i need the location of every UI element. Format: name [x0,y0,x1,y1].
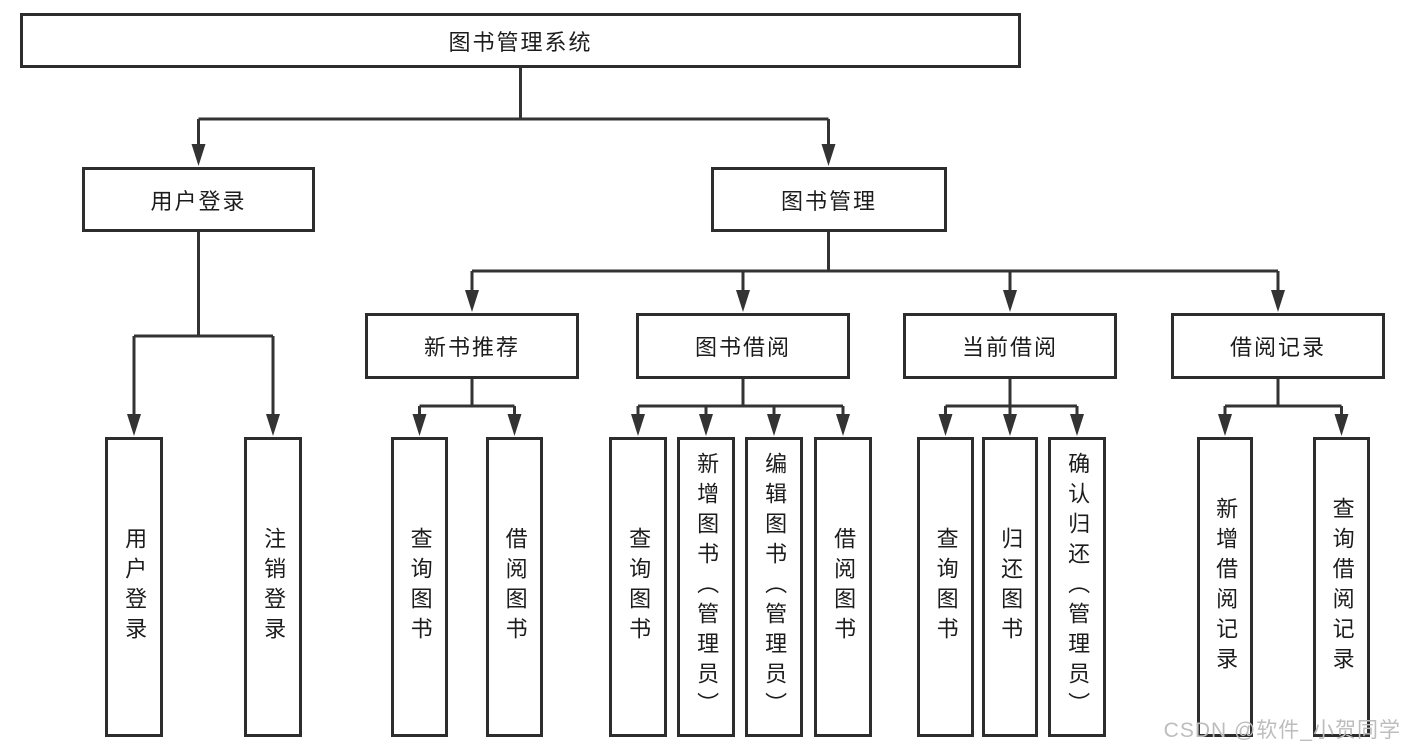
leaf-add-books-admin: 新增图书（管理员） [677,437,735,737]
node-label: 借阅图书 [831,527,857,647]
node-label: 用户登录 [150,188,247,214]
node-label: 图书管理系统 [448,29,593,55]
leaf-query-books-borrowing: 查询图书 [609,437,667,737]
node-new-book-recommendation: 新书推荐 [365,313,579,379]
leaf-confirm-return-admin: 确认归还（管理员） [1048,437,1106,737]
leaf-logout-login: 注销登录 [244,437,302,737]
leaf-borrow-books-borrowing: 借阅图书 [814,437,872,737]
node-label: 编辑图书（管理员） [762,452,788,722]
node-label: 用户登录 [122,527,148,647]
connector-book-management-group [465,232,1285,312]
node-label: 查询图书 [626,527,652,647]
node-label: 图书管理 [780,188,877,214]
node-label: 新增图书（管理员） [694,452,720,722]
leaf-user-login: 用户登录 [105,437,163,737]
node-root-system: 图书管理系统 [20,13,1021,68]
node-book-management: 图书管理 [711,167,947,232]
node-label: 确认归还（管理员） [1065,452,1091,722]
node-book-borrowing: 图书借阅 [636,313,850,379]
node-label: 查询图书 [933,527,959,647]
leaf-query-borrow-record: 查询借阅记录 [1313,437,1370,737]
node-label: 当前借阅 [961,335,1058,360]
node-label: 借阅记录 [1229,335,1326,360]
leaf-borrow-books-recommend: 借阅图书 [486,437,543,737]
connector-root-to-branches [191,68,836,166]
connector-current-borrowing-group [938,379,1084,436]
leaf-return-books: 归还图书 [982,437,1038,737]
node-label: 图书借阅 [694,335,791,360]
node-label: 借阅图书 [502,527,528,647]
connector-new-book-group [412,379,522,436]
leaf-edit-books-admin: 编辑图书（管理员） [745,437,803,737]
node-label: 注销登录 [261,527,287,647]
node-borrowing-records: 借阅记录 [1171,313,1385,379]
leaf-query-books-recommend: 查询图书 [391,437,448,737]
leaf-query-books-current: 查询图书 [917,437,974,737]
leaf-add-borrow-record: 新增借阅记录 [1197,437,1253,737]
node-label: 新增借阅记录 [1213,497,1239,677]
connector-user-login-group [127,232,280,436]
node-label: 查询图书 [407,527,433,647]
node-label: 归还图书 [998,527,1024,647]
node-label: 新书推荐 [423,335,520,360]
node-label: 查询借阅记录 [1329,497,1355,677]
node-current-borrowing: 当前借阅 [903,313,1117,379]
node-user-login: 用户登录 [82,167,315,232]
connector-borrowing-records-group [1218,379,1349,436]
connector-book-borrowing-group [631,379,850,436]
csdn-watermark: CSDN @软件_小贺同学 [1163,719,1401,742]
